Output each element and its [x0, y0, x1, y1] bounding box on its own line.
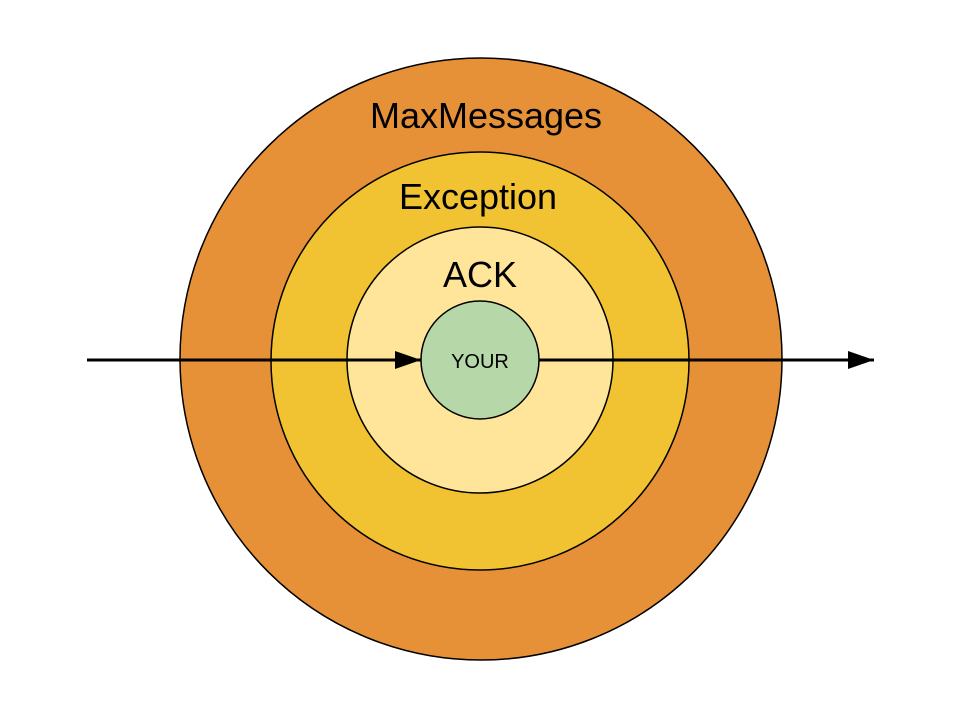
maxmessages-label: MaxMessages	[370, 95, 602, 136]
ack-label: ACK	[443, 254, 517, 295]
your-circle	[420, 300, 540, 420]
exception-label: Exception	[399, 176, 557, 217]
your-label: YOUR	[451, 351, 509, 373]
